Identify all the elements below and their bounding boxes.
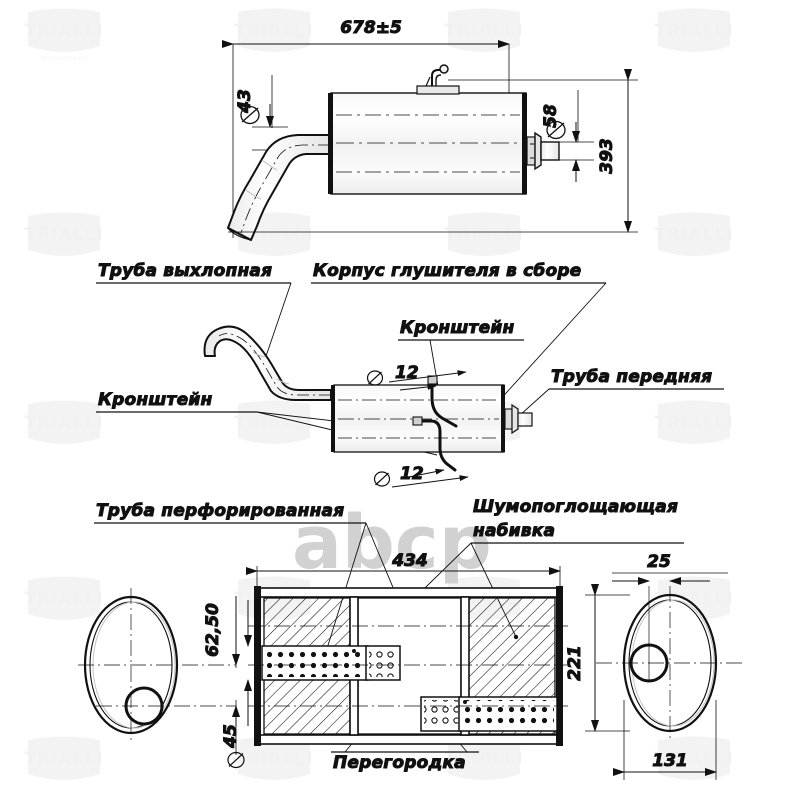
- perforated-pipe-lower: [420, 696, 558, 732]
- callout-muffler-body-label: Корпус глушителя в сборе: [313, 261, 581, 281]
- callout-front-pipe-label: Труба передняя: [551, 367, 712, 387]
- dim-hole-offset: 25: [612, 552, 728, 585]
- exhaust-pipe-middle: [203, 325, 332, 401]
- callout-exhaust-pipe: Труба выхлопная: [96, 261, 292, 368]
- dim-bracket-diameter-bottom: 12: [373, 464, 469, 488]
- oval-end-view-right: [596, 586, 744, 742]
- dim-hole-offset-text: 25: [647, 552, 671, 572]
- exhaust-pipe-top: [227, 134, 332, 241]
- dim-oval-height-text: 221: [565, 645, 585, 681]
- dim-bracket-diameter-bottom-text: 12: [400, 464, 424, 484]
- dim-section-length-text: 434: [391, 551, 428, 571]
- dim-overall-length-text: 678±5: [340, 18, 402, 38]
- dim-offset-upper: 62,50: [203, 596, 240, 668]
- dim-bracket-diameter-top: 12: [366, 363, 467, 391]
- callout-bracket-top: Кронштейн: [398, 318, 524, 393]
- diameter-symbol-icon: [227, 751, 245, 769]
- dim-inlet-diameter-text: 43: [235, 89, 255, 114]
- callout-baffle: Перегородка: [331, 739, 479, 774]
- view-bottom-section: Труба перфорированная Шумопоглощающая на…: [78, 497, 744, 780]
- diameter-symbol-icon: [240, 105, 260, 125]
- baffle-right: [460, 596, 470, 736]
- callout-front-pipe: Труба передняя: [518, 367, 724, 417]
- callout-sound-absorbing-filling: Шумопоглощающая набивка: [345, 497, 684, 666]
- callout-baffle-label: Перегородка: [333, 753, 466, 773]
- dim-outlet-diameter: 58: [541, 90, 594, 182]
- muffler-section-cutaway: [248, 586, 568, 746]
- dim-oval-width: 131: [613, 700, 717, 780]
- front-pipe-middle: [504, 403, 533, 435]
- muffler-body-top: [328, 64, 527, 195]
- callout-perforated-pipe-label: Труба перфорированная: [96, 501, 344, 521]
- view-top-general: 678±5 43: [222, 18, 638, 241]
- callout-bracket-left-label: Кронштейн: [98, 390, 212, 410]
- diameter-symbol-icon: [546, 120, 566, 140]
- oval-end-view-left: [78, 588, 236, 742]
- callout-bracket-top-label: Кронштейн: [400, 318, 514, 338]
- perforated-pipe-upper: [261, 645, 401, 681]
- callout-sound-absorbing-filling-label2: набивка: [473, 521, 555, 541]
- front-pipe-top: [526, 131, 560, 171]
- dim-overall-height: 393: [228, 69, 638, 233]
- diameter-symbol-icon: [366, 370, 384, 386]
- dim-offset-upper-text: 62,50: [203, 603, 223, 657]
- dim-overall-height-text: 393: [597, 138, 617, 174]
- dim-pipe-diameter: 45: [221, 700, 245, 769]
- callout-muffler-body: Корпус глушителя в сборе: [311, 261, 607, 428]
- callout-exhaust-pipe-label: Труба выхлопная: [98, 261, 272, 281]
- dim-oval-width-text: 131: [652, 751, 688, 771]
- view-middle-callouts: Труба выхлопная Корпус глушителя в сборе…: [96, 261, 724, 488]
- diameter-symbol-icon: [373, 471, 391, 487]
- dim-bracket-diameter-top-text: 12: [395, 363, 419, 383]
- dim-pipe-diameter-text: 45: [221, 724, 241, 749]
- callout-sound-absorbing-filling-label: Шумопоглощающая: [473, 497, 678, 517]
- dim-oval-height: 221: [565, 584, 630, 732]
- hanger-stud-top: [416, 64, 460, 95]
- dim-inlet-diameter: 43: [235, 75, 288, 172]
- dim-section-length: 434: [246, 551, 561, 588]
- bracket-rod-bottom: [412, 416, 457, 472]
- dim-outlet-diameter-text: 58: [541, 104, 561, 128]
